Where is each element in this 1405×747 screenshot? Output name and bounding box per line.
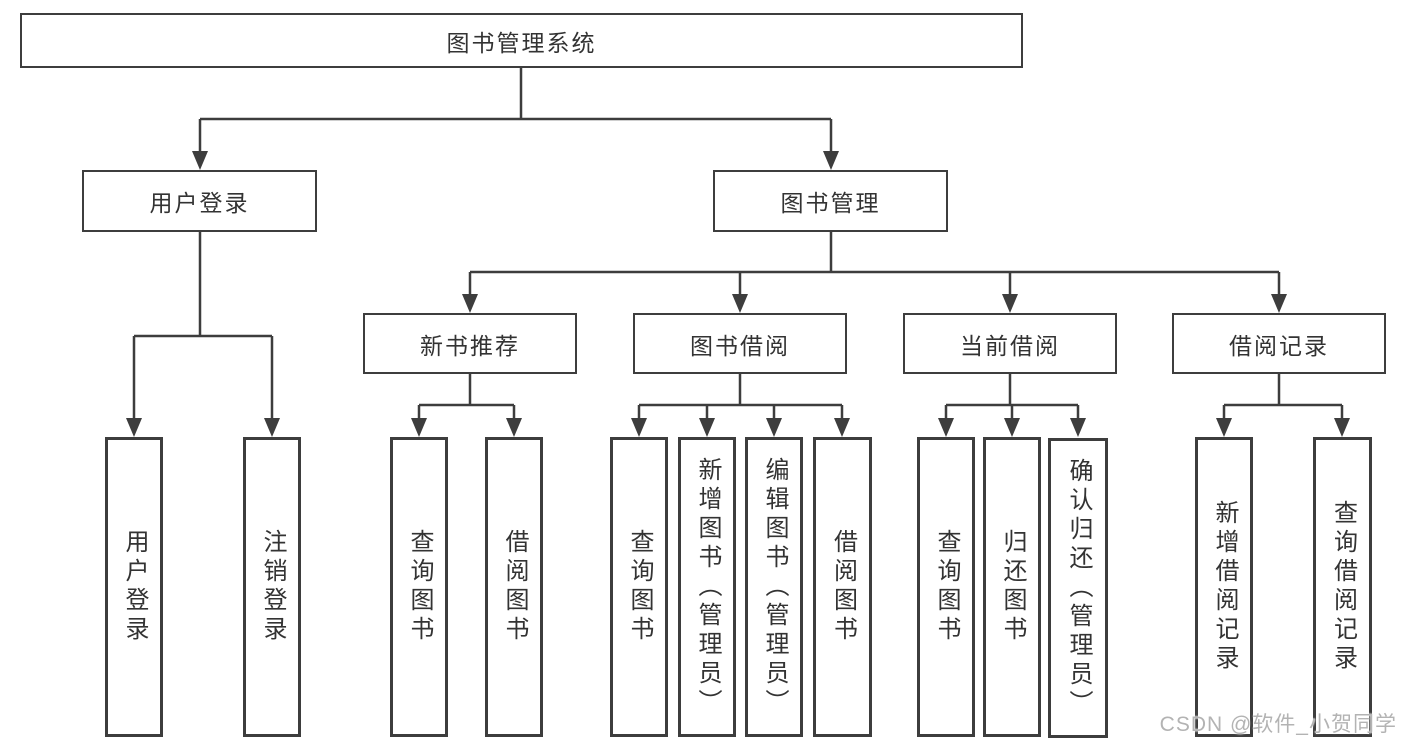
- node-current-borrowing: 当前借阅: [903, 313, 1117, 374]
- node-label: 图书管理系统: [446, 29, 597, 56]
- node-label: 归还图书: [999, 529, 1026, 645]
- arrow-icon: [766, 418, 782, 437]
- connector-new-book-split: [417, 374, 516, 421]
- connector-borrow-record-split: [1222, 374, 1344, 421]
- connector-book-mgmt-split: [468, 232, 1281, 297]
- leaf-logout: 注销登录: [243, 437, 301, 737]
- arrow-icon: [938, 418, 954, 437]
- arrow-icon: [264, 418, 280, 437]
- node-label: 新增图书（管理员）: [694, 456, 721, 718]
- arrow-icon: [1334, 418, 1350, 437]
- arrow-icon: [192, 151, 208, 170]
- leaf-query-borrow-record: 查询借阅记录: [1313, 437, 1372, 737]
- node-label: 图书借阅: [690, 332, 790, 359]
- arrow-icon: [699, 418, 715, 437]
- arrow-icon: [732, 294, 748, 313]
- arrow-icon: [631, 418, 647, 437]
- node-label: 借阅记录: [1229, 332, 1329, 359]
- node-label: 查询图书: [933, 529, 960, 645]
- leaf-add-borrow-record: 新增借阅记录: [1195, 437, 1253, 737]
- connector-root-split: [198, 68, 833, 154]
- arrow-icon: [1004, 418, 1020, 437]
- node-label: 编辑图书（管理员）: [761, 456, 788, 718]
- arrow-icon: [834, 418, 850, 437]
- watermark: CSDN @软件_小贺同学: [1159, 713, 1397, 736]
- node-label: 新增借阅记录: [1211, 500, 1238, 674]
- node-label: 当前借阅: [960, 332, 1060, 359]
- arrow-icon: [411, 418, 427, 437]
- node-label: 用户登录: [121, 529, 148, 645]
- node-user-login: 用户登录: [82, 170, 317, 232]
- leaf-add-books-admin: 新增图书（管理员）: [678, 437, 736, 737]
- node-label: 查询图书: [626, 529, 653, 645]
- arrow-icon: [462, 294, 478, 313]
- node-label: 借阅图书: [829, 529, 857, 645]
- node-label: 图书管理: [780, 190, 881, 216]
- connector-current-borrow-split: [944, 374, 1080, 421]
- node-label: 查询图书: [406, 529, 433, 645]
- leaf-query-books-borrowing: 查询图书: [610, 437, 668, 737]
- node-label: 确认归还（管理员）: [1065, 457, 1092, 719]
- arrow-icon: [1002, 294, 1018, 313]
- node-book-management: 图书管理: [713, 170, 948, 232]
- leaf-user-login: 用户登录: [105, 437, 163, 737]
- leaf-query-books-recommend: 查询图书: [390, 437, 448, 737]
- node-label: 借阅图书: [501, 529, 528, 645]
- node-label: 查询借阅记录: [1329, 500, 1357, 674]
- arrow-icon: [823, 151, 839, 170]
- leaf-query-books-current: 查询图书: [917, 437, 975, 737]
- arrow-icon: [1216, 418, 1232, 437]
- leaf-edit-books-admin: 编辑图书（管理员）: [745, 437, 803, 737]
- leaf-return-books: 归还图书: [983, 437, 1041, 737]
- connector-book-borrow-split: [637, 374, 844, 421]
- arrow-icon: [126, 418, 142, 437]
- arrow-icon: [1070, 418, 1086, 437]
- node-label: 用户登录: [149, 190, 250, 216]
- arrow-icon: [1271, 294, 1287, 313]
- leaf-borrow-books-borrowing: 借阅图书: [813, 437, 872, 737]
- connector-user-login-split: [132, 232, 274, 421]
- node-label: 注销登录: [259, 529, 286, 645]
- arrow-icon: [506, 418, 522, 437]
- node-new-book-recommend: 新书推荐: [363, 313, 577, 374]
- node-book-borrowing: 图书借阅: [633, 313, 847, 374]
- leaf-borrow-books-recommend: 借阅图书: [485, 437, 543, 737]
- node-library-system: 图书管理系统: [20, 13, 1023, 68]
- node-borrowing-records: 借阅记录: [1172, 313, 1386, 374]
- node-label: 新书推荐: [420, 332, 520, 359]
- leaf-confirm-return-admin: 确认归还（管理员）: [1048, 438, 1108, 738]
